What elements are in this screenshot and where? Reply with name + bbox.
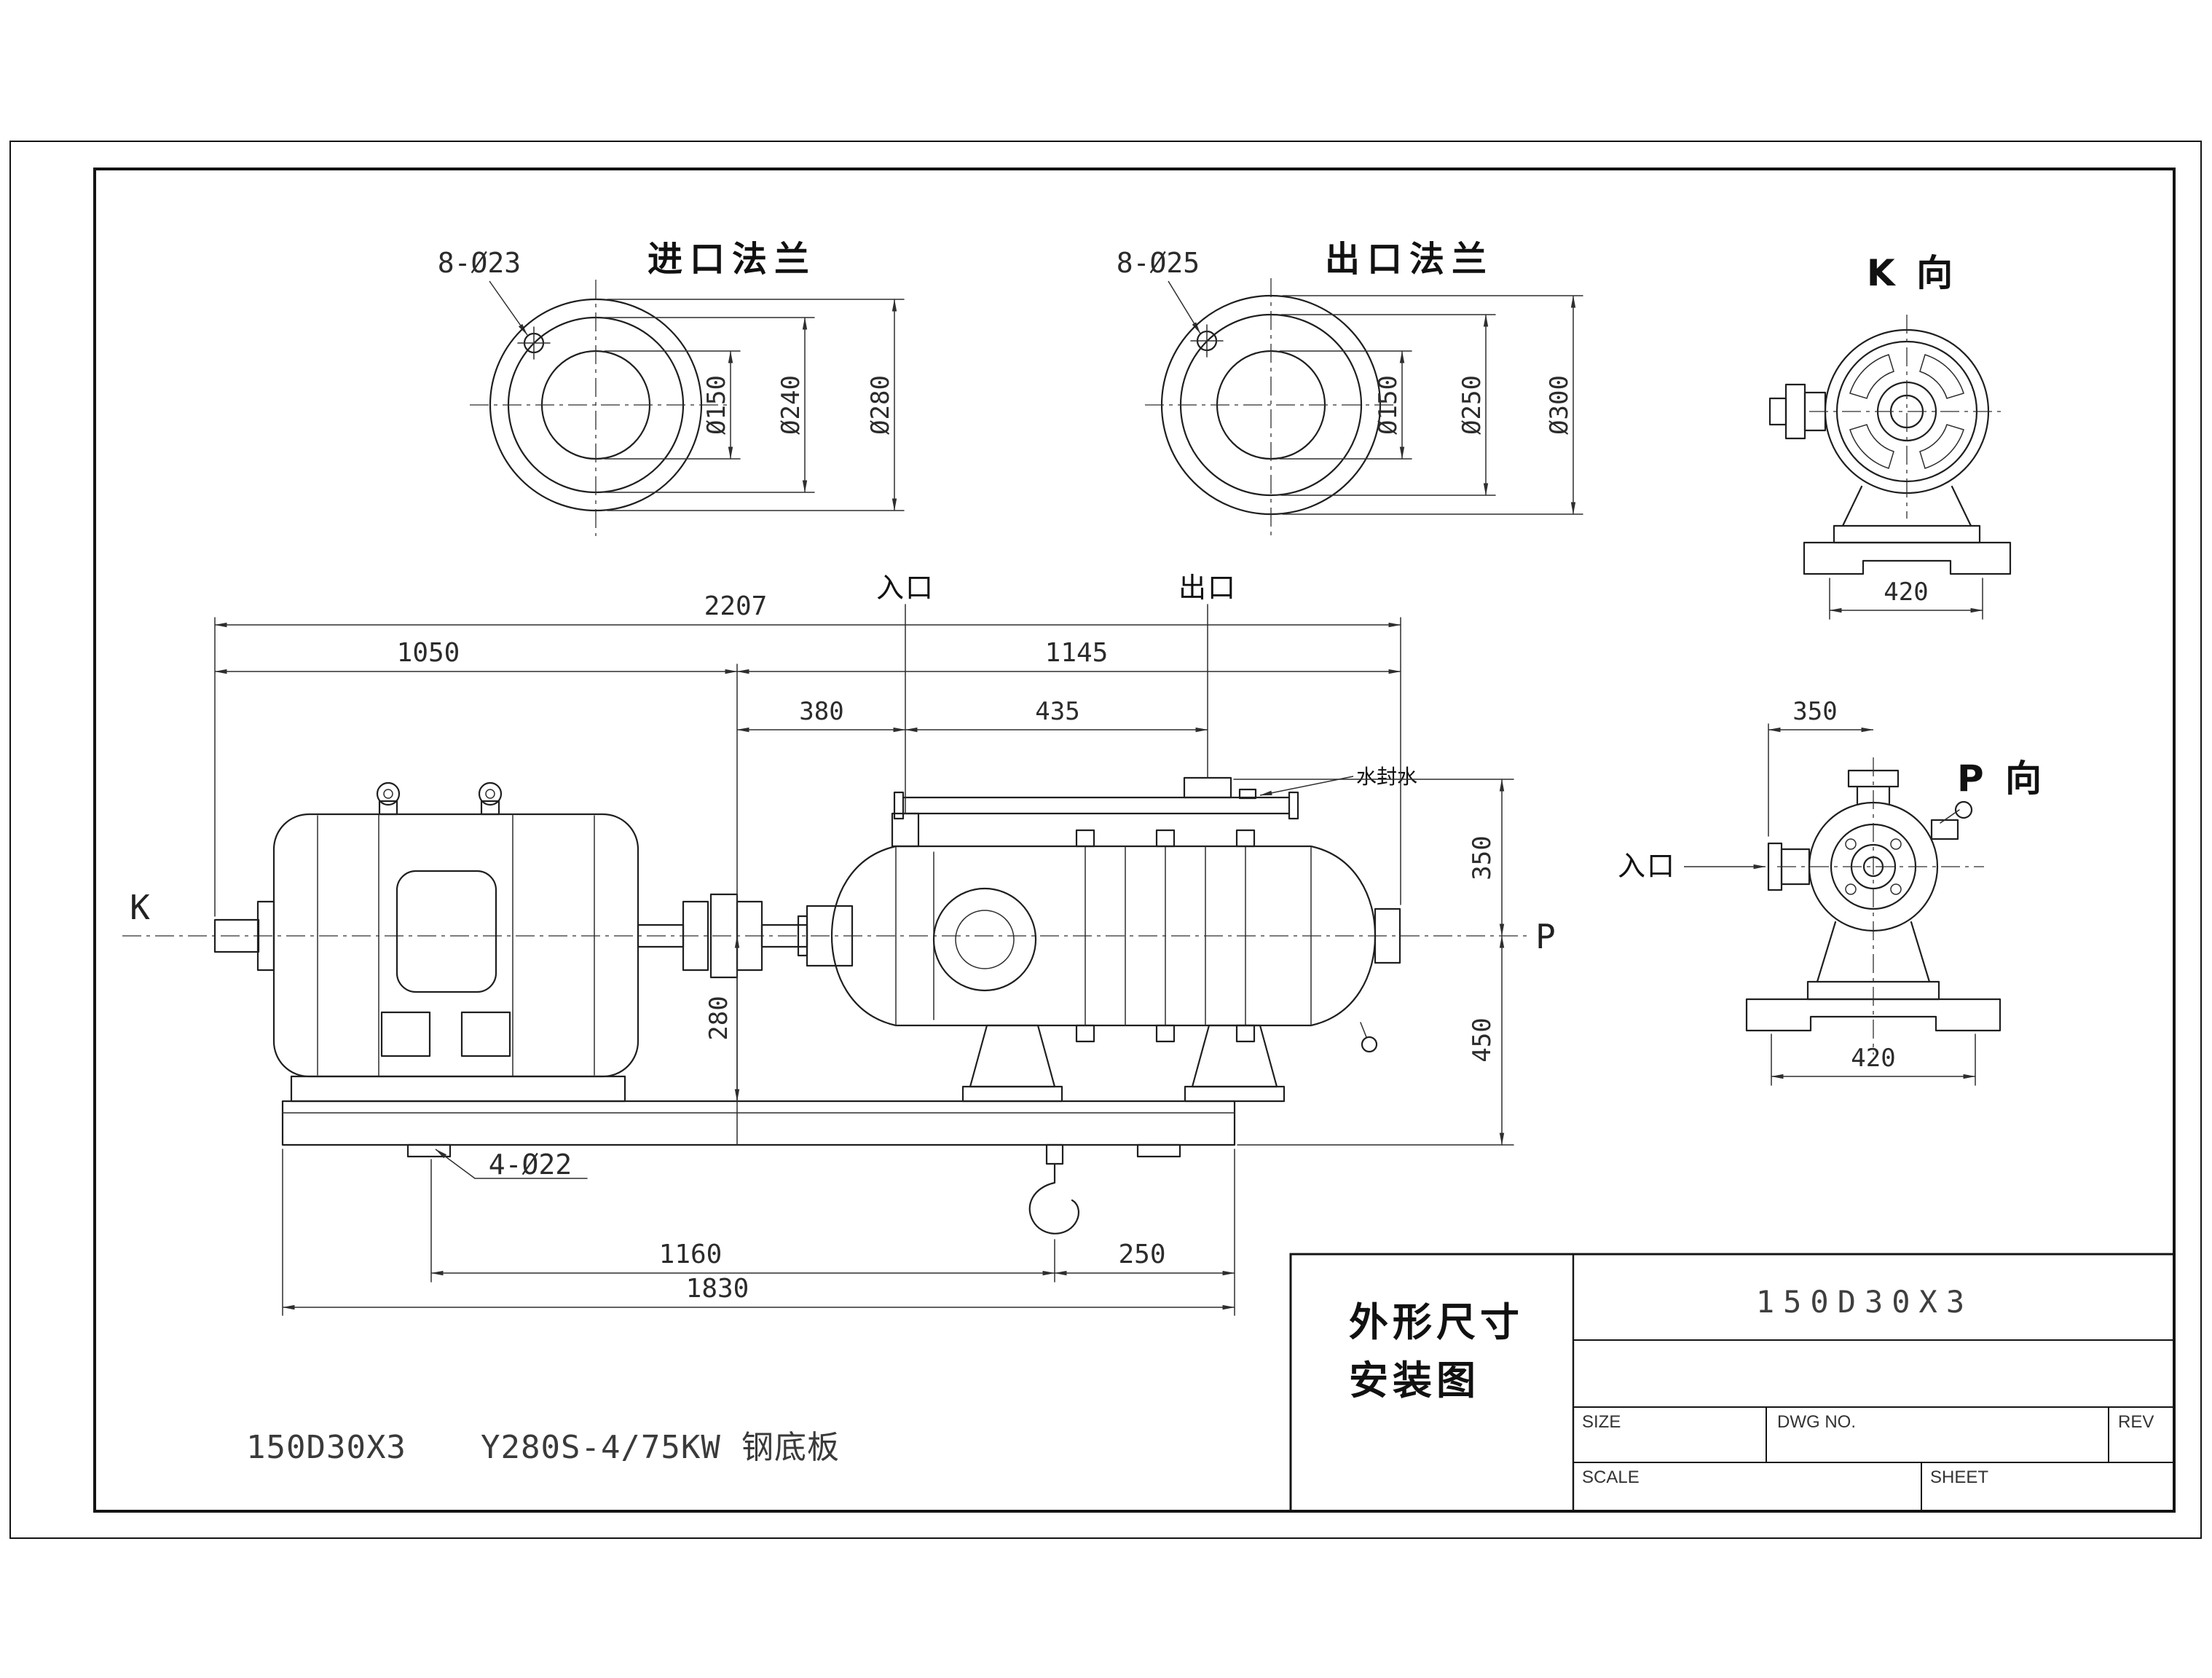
outlet-bolt-note: 8-Ø25 <box>1117 247 1200 279</box>
dim-anchor-to-hook: 1160 <box>659 1240 723 1269</box>
dim-center-to-outlet: 350 <box>1468 835 1497 880</box>
motor-body <box>272 813 639 1078</box>
dim-hook-to-end: 250 <box>1118 1240 1165 1269</box>
outlet-dim-bore: Ø150 <box>1374 375 1403 435</box>
multistage-pump <box>797 776 1401 1103</box>
pump-outlet-flange <box>1183 776 1232 799</box>
base-plate-body <box>281 1100 1236 1146</box>
k-view-fan-slots <box>1849 354 1964 469</box>
title-block-title-line2: 安装图 <box>1349 1358 1480 1403</box>
title-block-dwgno-label: DWG NO. <box>1777 1412 1856 1432</box>
spec-baseplate: 钢底板 <box>741 1429 840 1466</box>
p-view-dim-top: 350 <box>1792 697 1837 726</box>
main-inlet-label: 入口 <box>876 572 934 604</box>
lifting-hook <box>1028 1162 1079 1234</box>
k-view-shaft-end <box>1768 397 1787 426</box>
k-view: K 向 420 <box>1768 252 2012 620</box>
inlet-bolt-leader <box>489 280 528 336</box>
main-outlet-label: 出口 <box>1178 572 1237 604</box>
p-view-inlet-label: 入口 <box>1618 850 1676 882</box>
seal-water-label: 水封水 <box>1356 765 1417 789</box>
outlet-bolt-leader <box>1168 280 1201 334</box>
pump-suction-eye <box>932 887 1037 992</box>
dim-motor-section: 1050 <box>397 638 460 668</box>
electric-motor <box>213 781 639 1103</box>
title-block: 外形尺寸 安装图 150D30X3 SIZE DWG NO. REV SCALE… <box>1289 1253 2176 1513</box>
spec-motor: Y280S-4/75KW <box>481 1429 721 1466</box>
title-block-sheet-label: SHEET <box>1930 1468 1988 1487</box>
p-view-title: P 向 <box>1957 757 2046 800</box>
anchor-pad <box>406 1143 452 1158</box>
p-view-base <box>1745 998 2002 1032</box>
outlet-flange-title: 出口法兰 <box>1325 239 1494 280</box>
anchor-bolt-note: 4-Ø22 <box>489 1149 572 1181</box>
anchor-pad <box>1136 1143 1181 1158</box>
anchor-bolt-leader <box>435 1149 476 1179</box>
view-arrow-p: P <box>1535 917 1556 956</box>
dim-center-to-base: 280 <box>704 996 733 1040</box>
motor-feet <box>290 1075 626 1103</box>
spec-model: 150D30X3 <box>246 1429 406 1466</box>
inlet-dim-outer: Ø280 <box>866 375 895 435</box>
shaft-coupling <box>637 893 808 979</box>
dim-coupling-to-inlet: 380 <box>799 697 843 726</box>
k-view-dim-base: 420 <box>1884 578 1928 607</box>
inlet-dim-bolt-circle: Ø240 <box>776 375 806 435</box>
motor-lifting-eye <box>478 781 503 806</box>
dim-base-length: 1830 <box>686 1274 749 1304</box>
dim-inlet-to-outlet: 435 <box>1035 697 1079 726</box>
dim-pump-section: 1145 <box>1045 638 1109 668</box>
outlet-dim-outer: Ø300 <box>1545 375 1574 435</box>
title-block-size-label: SIZE <box>1582 1412 1621 1432</box>
spec-note: 150D30X3 Y280S-4/75KW 钢底板 <box>246 1429 840 1466</box>
inlet-flange-title: 进口法兰 <box>648 239 816 280</box>
p-view-side-fitting <box>1930 819 1959 840</box>
outlet-dim-bolt-circle: Ø250 <box>1457 375 1487 435</box>
base-plate <box>281 1100 1236 1234</box>
title-block-title-line1: 外形尺寸 <box>1349 1299 1524 1345</box>
outlet-flange-view: 出口法兰 8-Ø25 Ø150 Ø250 Ø300 <box>1117 239 1583 539</box>
main-assembly-view: K P <box>122 572 1556 1316</box>
title-block-rev-label: REV <box>2118 1412 2154 1432</box>
k-view-base <box>1803 541 2012 575</box>
title-block-scale-label: SCALE <box>1582 1468 1640 1487</box>
k-view-title: K 向 <box>1867 252 1957 294</box>
dim-overall-length: 2207 <box>704 591 768 621</box>
drawing-frame <box>9 141 2202 1539</box>
title-block-drawing-number: 150D30X3 <box>1756 1284 1973 1320</box>
top-dimensions: 2207 1050 1145 380 435 入口 出口 <box>214 572 1401 1146</box>
inlet-flange-view: 进口法兰 8-Ø23 Ø150 Ø240 Ø280 <box>438 239 905 536</box>
dim-center-to-bottom: 450 <box>1468 1017 1497 1062</box>
bottom-dimensions: 1160 250 1830 4-Ø22 <box>282 1149 1235 1316</box>
pump-drain-plug <box>1361 1036 1378 1053</box>
inlet-bolt-note: 8-Ø23 <box>438 247 521 279</box>
seal-water-fitting <box>1238 788 1257 800</box>
view-arrow-k: K <box>130 888 150 927</box>
p-view-dim-base: 420 <box>1851 1044 1895 1073</box>
motor-nameplate <box>395 870 497 993</box>
pump-bearing-housing <box>806 905 854 967</box>
pump-rear-bearing <box>1374 907 1401 964</box>
inlet-dim-bore: Ø150 <box>702 375 731 435</box>
p-view: P 向 入口 350 420 <box>1618 697 2046 1086</box>
motor-lifting-eye <box>376 781 401 806</box>
vertical-dimensions: 280 350 450 <box>704 779 1514 1146</box>
